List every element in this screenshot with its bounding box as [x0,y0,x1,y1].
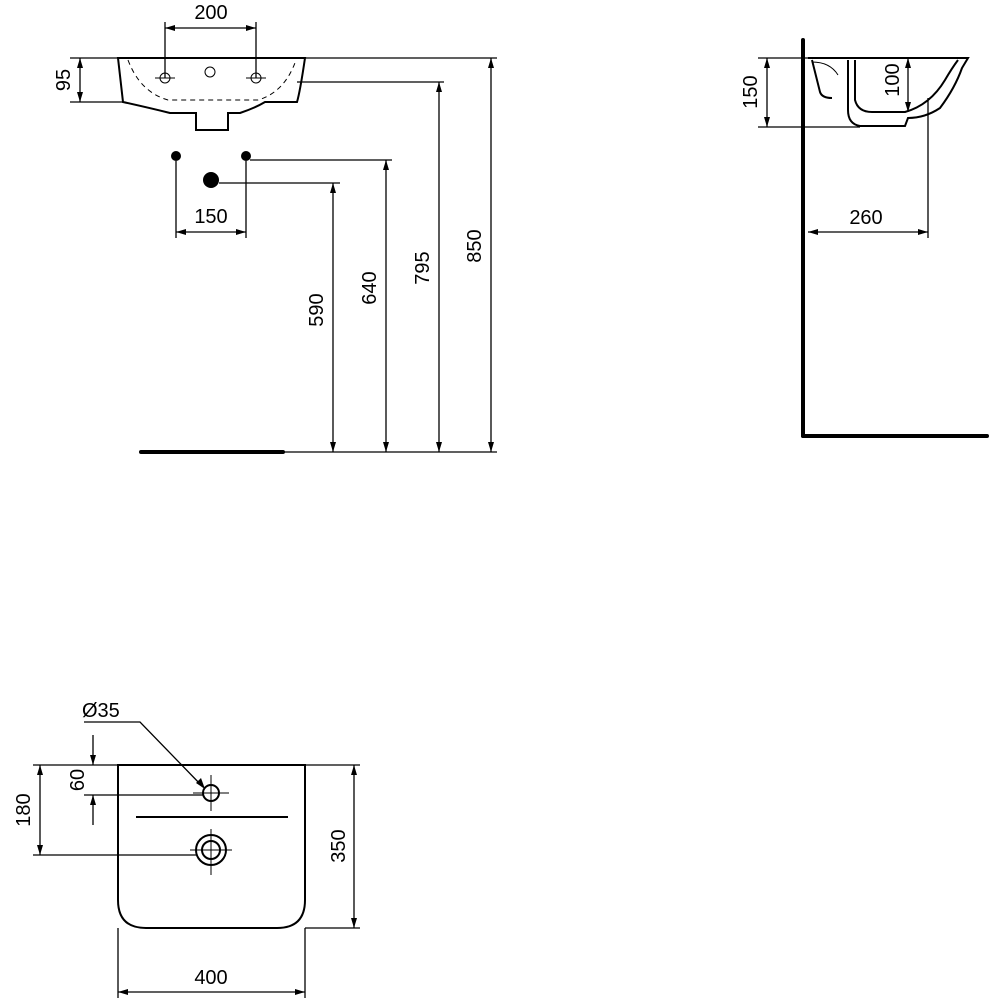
dim-tap-hole-offset: 60 [67,769,89,791]
waste-point [203,172,219,188]
dim-width: 400 [194,967,227,989]
basin-bowl-hidden-line [127,59,297,101]
basin-side-inner [811,59,833,99]
dim-rim-height: 95 [53,69,75,91]
basin-side-outer [808,57,970,127]
dim-rim-top-height: 850 [464,229,486,262]
dim-tap-hole-spacing: 200 [194,2,227,24]
side-view: 150 100 260 [740,38,989,438]
dim-bowl-depth: 100 [882,63,904,96]
basin-side-rim-edge [811,61,839,76]
supply-point-right [241,151,251,161]
dim-tap-hole-diameter: Ø35 [82,700,120,722]
tap-hole-center [204,66,216,78]
dim-underside-height: 795 [412,251,434,284]
dim-supply-spacing: 150 [194,206,227,228]
basin-side-bowl [854,59,959,113]
dim-waste-offset: 180 [13,793,35,826]
supply-point-left [171,151,181,161]
basin-front-outline [116,57,307,131]
dim-wall-projection: 260 [849,207,882,229]
dim-overall-height: 150 [740,75,762,108]
dim-waste-height: 590 [306,293,328,326]
basin-plan-outline [117,764,306,929]
dim-depth: 350 [328,829,350,862]
plan-view: Ø35 60 180 350 400 [13,700,360,998]
front-view: 200 95 150 590 640 795 [53,2,497,454]
dim-supply-height: 640 [359,271,381,304]
